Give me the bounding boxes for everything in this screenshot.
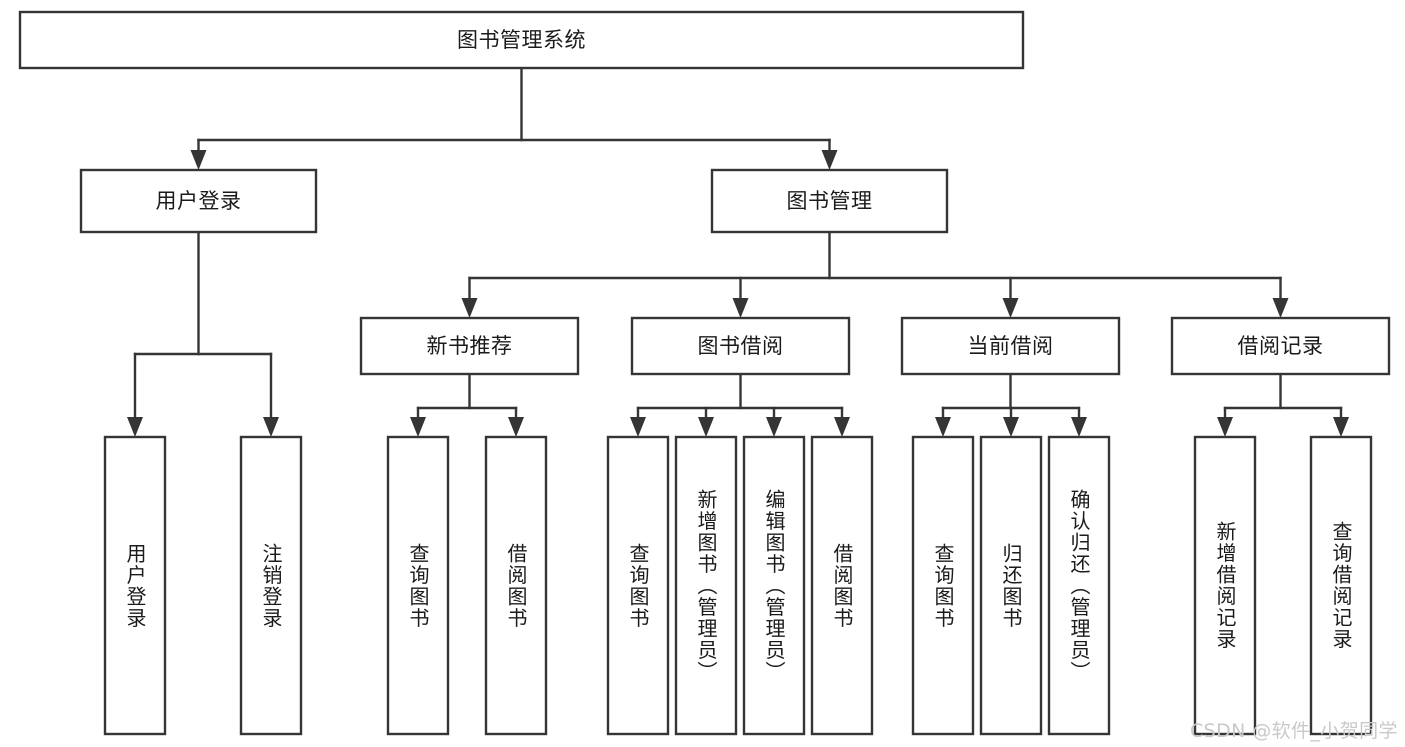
- arrow-head-icon-leaf-add-book-admin: [698, 417, 714, 437]
- node-box-user-login: [79, 168, 318, 234]
- node-box-leaf-return-book: [979, 435, 1043, 736]
- node-box-leaf-user-login: [103, 435, 167, 736]
- arrow-head-icon-leaf-confirm-return-admin: [1071, 417, 1087, 437]
- arrow-head-icon-leaf-edit-book-admin: [766, 417, 782, 437]
- node-box-borrow-record: [1170, 316, 1391, 376]
- boxes-layer: [18, 10, 1391, 736]
- arrow-head-icon-leaf-query-book: [630, 417, 646, 437]
- node-box-leaf-borrow-book: [810, 435, 874, 736]
- node-box-leaf-borrow-book-recommend: [484, 435, 548, 736]
- node-box-new-book-recommend: [359, 316, 580, 376]
- arrow-head-icon-book-borrow: [732, 298, 749, 318]
- arrow-head-icon-leaf-query-book-recommend: [410, 417, 426, 437]
- node-box-leaf-logout: [239, 435, 303, 736]
- arrow-head-icon-book-management: [821, 150, 838, 170]
- node-box-book-borrow: [630, 316, 851, 376]
- arrow-head-icon-leaf-user-login: [127, 417, 143, 437]
- node-box-leaf-add-borrow-record: [1193, 435, 1257, 736]
- node-box-leaf-query-borrow-record: [1309, 435, 1373, 736]
- arrow-head-icon-leaf-add-borrow-record: [1217, 417, 1233, 437]
- arrow-head-icon-leaf-borrow-book: [834, 417, 850, 437]
- node-box-leaf-edit-book-admin: [742, 435, 806, 736]
- node-box-leaf-query-book-current: [911, 435, 975, 736]
- node-box-leaf-query-book: [606, 435, 670, 736]
- node-box-book-management: [710, 168, 949, 234]
- csdn-watermark: CSDN @软件_小贺同学: [1190, 720, 1398, 742]
- links-layer: [127, 66, 1349, 437]
- arrow-head-icon-leaf-query-book-current: [935, 417, 951, 437]
- node-box-current-borrow: [900, 316, 1121, 376]
- arrow-head-icon-new-book-recommend: [461, 298, 478, 318]
- arrow-head-icon-leaf-borrow-book-recommend: [508, 417, 524, 437]
- node-box-leaf-query-book-recommend: [386, 435, 450, 736]
- node-box-root: [18, 10, 1025, 70]
- arrow-head-icon-borrow-record: [1272, 298, 1289, 318]
- arrow-head-icon-leaf-query-borrow-record: [1333, 417, 1349, 437]
- arrow-head-icon-leaf-return-book: [1003, 417, 1019, 437]
- arrow-head-icon-leaf-logout: [263, 417, 279, 437]
- node-box-leaf-confirm-return-admin: [1047, 435, 1111, 736]
- arrow-head-icon-user-login: [190, 150, 207, 170]
- node-box-leaf-add-book-admin: [674, 435, 738, 736]
- arrow-head-icon-current-borrow: [1002, 298, 1019, 318]
